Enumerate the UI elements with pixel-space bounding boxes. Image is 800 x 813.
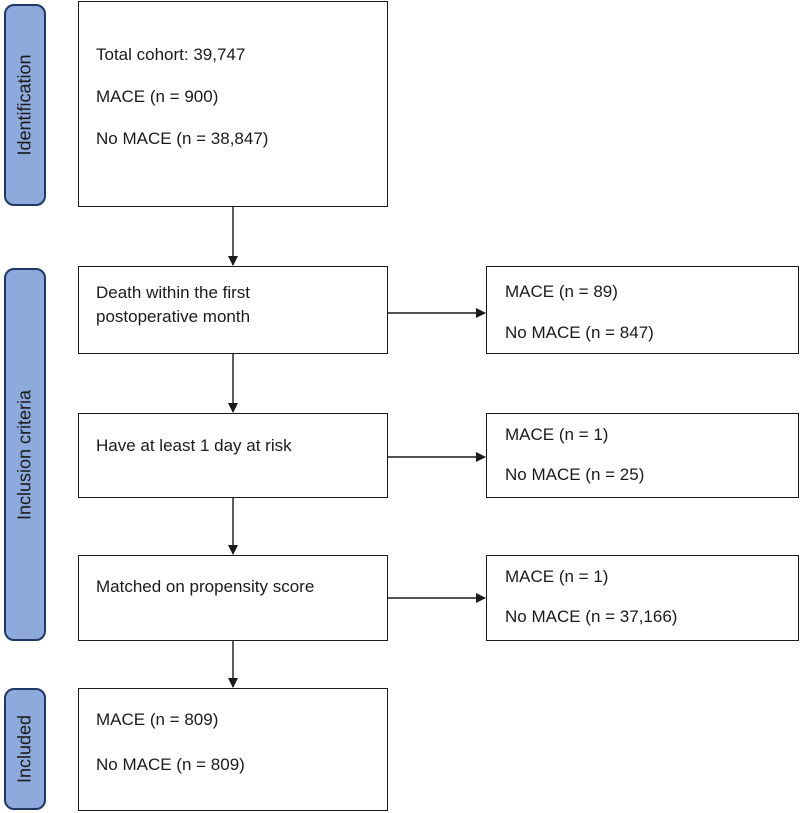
included-box: MACE (n = 809) No MACE (n = 809): [78, 688, 388, 811]
total-cohort-text: Total cohort: 39,747: [96, 45, 246, 64]
death-excluded-no-mace: No MACE (n = 847): [505, 323, 654, 342]
death-criterion-text: Death within the first postoperative mon…: [96, 283, 251, 326]
death-excluded-mace: MACE (n = 89): [505, 282, 618, 301]
total-cohort-box: Total cohort: 39,747 MACE (n = 900) No M…: [78, 1, 388, 207]
phase-identification: Identification: [4, 4, 46, 206]
death-excluded-box: MACE (n = 89) No MACE (n = 847): [486, 266, 799, 354]
risk-excluded-no-mace: No MACE (n = 25): [505, 465, 645, 484]
matched-excluded-box: MACE (n = 1) No MACE (n = 37,166): [486, 555, 799, 641]
risk-excluded-mace: MACE (n = 1): [505, 425, 609, 444]
matched-criterion-text: Matched on propensity score: [96, 577, 315, 596]
death-criterion-box: Death within the first postoperative mon…: [78, 266, 388, 354]
total-mace-text: MACE (n = 900): [96, 87, 219, 106]
included-mace-text: MACE (n = 809): [96, 710, 219, 729]
risk-excluded-box: MACE (n = 1) No MACE (n = 25): [486, 413, 799, 498]
phase-inclusion-criteria: Inclusion criteria: [4, 268, 46, 641]
matched-excluded-no-mace: No MACE (n = 37,166): [505, 607, 678, 626]
risk-criterion-box: Have at least 1 day at risk: [78, 413, 388, 498]
phase-included: Included: [4, 688, 46, 810]
risk-criterion-text: Have at least 1 day at risk: [96, 436, 292, 455]
included-no-mace-text: No MACE (n = 809): [96, 755, 245, 774]
matched-excluded-mace: MACE (n = 1): [505, 567, 609, 586]
matched-criterion-box: Matched on propensity score: [78, 555, 388, 641]
total-no-mace-text: No MACE (n = 38,847): [96, 129, 269, 148]
